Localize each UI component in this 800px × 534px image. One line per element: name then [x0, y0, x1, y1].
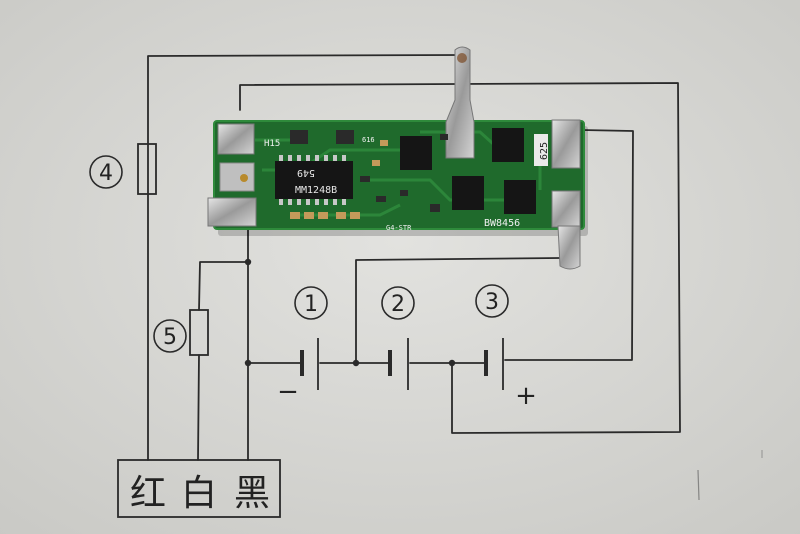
wire-color-box [117, 459, 281, 518]
wire-bottom-tab [355, 257, 561, 366]
wire-top-tab-to-res4 [147, 54, 463, 461]
circle-label-2 [381, 286, 415, 320]
chip-mosfet-2 [492, 128, 524, 162]
label-res4: 4 [99, 161, 113, 186]
tab-bottom [557, 225, 581, 270]
plus-sign: + [515, 381, 537, 411]
wire-right-to-plus [504, 129, 634, 361]
junction-dot [352, 359, 360, 367]
label-cell3: 3 [485, 290, 499, 315]
wire-label-white: 白 [181, 473, 217, 514]
pad-right-bottom [551, 190, 581, 228]
ref-616: 616 [362, 136, 375, 144]
wire-label-red: 红 [130, 473, 166, 514]
board-code: BW8456 [484, 218, 520, 229]
ref-g4: G4-STR [386, 224, 412, 232]
minus-sign: − [277, 377, 299, 407]
circle-label-5 [153, 319, 187, 353]
label-cell1: 1 [304, 292, 318, 317]
chip-mosfet-1 [400, 136, 432, 170]
label-625: 625 [539, 142, 550, 160]
junction-dot [244, 258, 252, 266]
ref-h15: H15 [264, 139, 280, 149]
paper-mark [697, 469, 700, 501]
chip-main-line2: MM1248B [295, 185, 337, 196]
label-res5: 5 [163, 325, 177, 350]
label-cell2: 2 [391, 292, 405, 317]
chip-main-line1: 549 [297, 167, 315, 178]
wire-label-black: 黑 [234, 473, 270, 514]
wiring [147, 54, 681, 461]
pad-left-top [217, 123, 255, 155]
resistor-5 [189, 309, 209, 356]
chip-main [275, 161, 353, 199]
wire-top-frame [239, 82, 681, 434]
circle-label-3 [475, 284, 509, 318]
wire-res5 [198, 261, 249, 311]
circle-label-1 [294, 286, 328, 320]
pcb-board: 549 MM1248B H15 616 G4-STR BW8456 625 [207, 46, 588, 270]
pad-right-top [551, 119, 581, 169]
wire-res5-down [197, 354, 200, 461]
junction-dot [448, 359, 456, 367]
label-625-plate [534, 134, 548, 166]
cell-number-labels: 4 5 1 2 3 [89, 155, 509, 353]
pad-left-mid [219, 162, 255, 192]
chip-mosfet-3 [452, 176, 484, 210]
chip-mosfet-4 [504, 180, 536, 214]
tab-top [445, 46, 475, 159]
smd-components [290, 130, 448, 212]
junction-dot [244, 359, 252, 367]
battery-cells [300, 338, 504, 390]
resistor-4 [137, 143, 157, 195]
test-point [240, 174, 248, 182]
circle-label-4 [89, 155, 123, 189]
pad-left-bottom [207, 197, 257, 227]
